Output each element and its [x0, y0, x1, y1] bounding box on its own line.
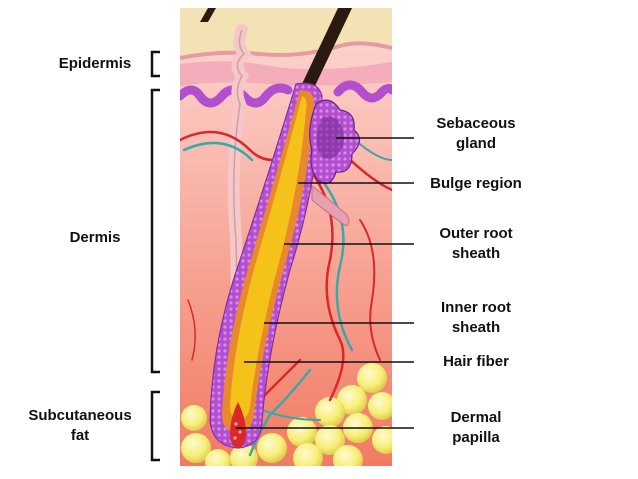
papilla-cell — [233, 436, 237, 440]
papilla-cell — [238, 430, 242, 434]
fat-globules — [181, 363, 392, 466]
inner-root-sheath-label: Inner root sheath — [416, 298, 536, 338]
papilla-label-line1: Dermal — [450, 409, 502, 426]
inner-label-line1: Inner root — [441, 299, 511, 316]
sebaceous-gland-core — [316, 116, 344, 159]
epidermis-label: Epidermis — [58, 55, 132, 72]
hair-shaft — [302, 8, 352, 88]
hair-shaft-2 — [200, 8, 216, 22]
subcutaneous-bracket — [150, 390, 160, 462]
hair-fiber-label: Hair fiber — [443, 353, 509, 370]
subcutaneous-label-line1: Subcutaneous — [28, 407, 132, 424]
leader-lines — [236, 137, 414, 429]
epidermis-bracket — [150, 50, 160, 78]
outer-label-line1: Outer root — [439, 225, 513, 242]
skin-cross-section — [180, 8, 392, 466]
bulge-region-label: Bulge region — [430, 175, 522, 192]
dermal-papilla-label: Dermal papilla — [416, 408, 536, 448]
layer-brackets — [150, 50, 160, 462]
papilla-cell — [234, 422, 238, 426]
dermis-label: Dermis — [69, 229, 121, 246]
sebaceous-label-line1: Sebaceous — [436, 115, 516, 132]
sebaceous-gland-label: Sebaceous gland — [416, 114, 536, 154]
inner-label-line2: sheath — [451, 319, 501, 336]
arrector-pili-muscle — [311, 184, 350, 227]
sebaceous-label-line2: gland — [456, 135, 496, 152]
papilla-label-line2: papilla — [452, 429, 500, 446]
blood-vessels — [180, 130, 392, 457]
dermal-papilla — [230, 402, 246, 448]
dermis-bracket — [150, 88, 160, 374]
subcutaneous-label: Subcutaneous fat — [6, 406, 154, 446]
sweat-duct-edge — [231, 29, 246, 361]
subcutaneous-label-line2: fat — [70, 427, 90, 444]
outer-label-line2: sheath — [451, 245, 501, 262]
outer-root-sheath-label: Outer root sheath — [416, 224, 536, 264]
epidermis-basal-line — [180, 41, 392, 60]
hair-fiber-core — [230, 96, 307, 420]
